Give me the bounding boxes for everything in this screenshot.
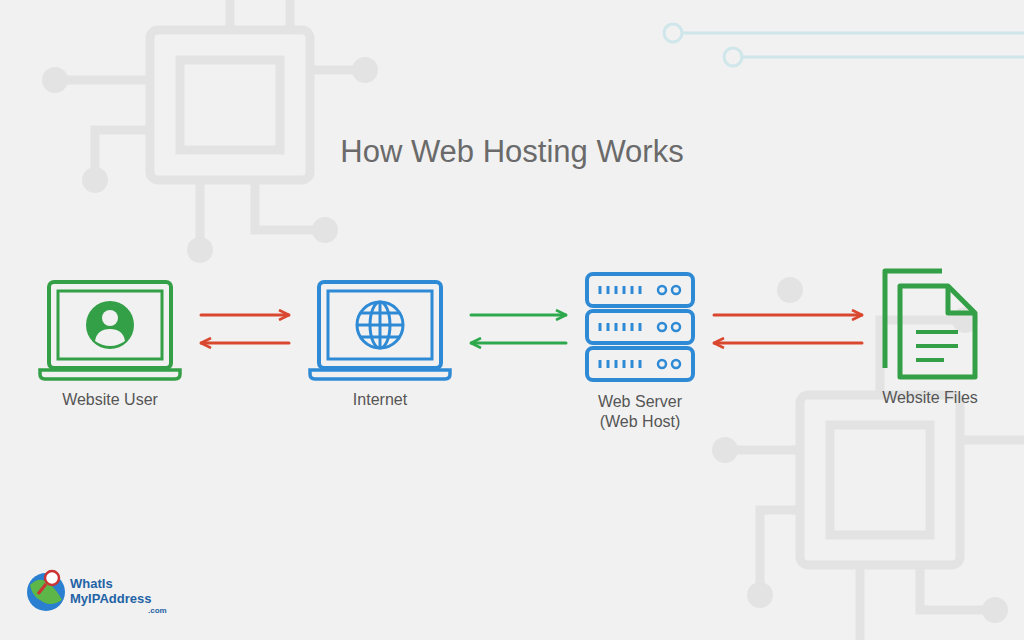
icon-node: Internet [307,278,453,410]
logo-text: .com [148,606,167,615]
logo-text: WhatIs [70,576,113,591]
flow-arrow [714,342,862,345]
node-label: Website User [62,390,158,410]
node-label: Website Files [882,388,978,408]
logo-globe [27,571,65,611]
node-label: Internet [353,390,407,410]
flow-arrow [471,342,566,345]
node-icon [307,278,453,382]
node-icon [37,278,183,382]
flow-arrow [201,342,289,345]
diagram-title: How Web Hosting Works [0,134,1024,170]
flow-arrow [714,314,862,317]
node-label: Web Server (Web Host) [580,392,700,432]
flow-arrow [471,314,566,317]
flow-arrow [201,314,289,317]
icon-node: Website Files [880,268,980,408]
icon-node: Web Server (Web Host) [580,272,700,432]
logo-text: MyIPAddress [70,591,151,606]
node-icon [880,268,980,380]
icon-node: Website User [37,278,183,410]
node-icon [584,272,696,384]
